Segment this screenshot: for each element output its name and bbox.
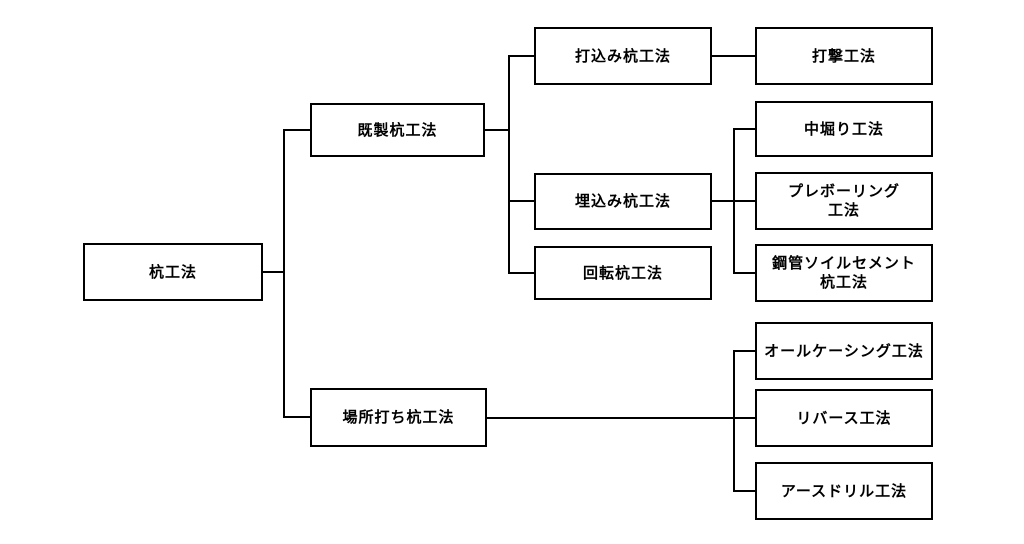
node-bashouchi-kui-kouhou: 場所打ち杭工法 <box>310 388 487 447</box>
connector-to-preboring <box>733 200 757 202</box>
connector-to-bashouchi <box>283 416 312 418</box>
connector-to-kisei <box>283 129 312 131</box>
node-label: アースドリル工法 <box>780 481 908 500</box>
connector-root-stub <box>261 271 285 273</box>
connector-to-koukan <box>733 272 757 274</box>
node-label: 埋込み杭工法 <box>574 192 671 211</box>
node-kui-kouhou: 杭工法 <box>83 243 263 301</box>
node-label-line1: 鋼管ソイルセメント <box>772 254 916 273</box>
node-earth-drill-kouhou: アースドリル工法 <box>755 462 933 520</box>
node-label: 打撃工法 <box>811 46 876 65</box>
node-label: 回転杭工法 <box>582 263 663 282</box>
node-label: 場所打ち杭工法 <box>342 408 455 427</box>
node-nakabori-kouhou: 中堀り工法 <box>755 101 933 157</box>
node-kisei-kui-kouhou: 既製杭工法 <box>310 103 485 157</box>
connector-to-kaiten <box>508 272 536 274</box>
node-dageki-kouhou: 打撃工法 <box>755 27 933 85</box>
connector-vertical-bashouchi-children <box>733 350 735 492</box>
node-label: 打込み杭工法 <box>574 46 671 65</box>
node-label: 中堀り工法 <box>803 119 884 138</box>
node-umekomi-kui-kouhou: 埋込み杭工法 <box>534 173 712 230</box>
node-koukan-soil-cement-kui-kouhou: 鋼管ソイルセメント 杭工法 <box>755 244 933 302</box>
node-kaiten-kui-kouhou: 回転杭工法 <box>534 246 712 300</box>
node-label-line2: 杭工法 <box>819 273 868 291</box>
connector-bashouchi-to-reverse <box>485 417 757 419</box>
connector-to-umekomi <box>508 200 536 202</box>
connector-to-nakabori <box>733 128 757 130</box>
node-all-casing-kouhou: オールケーシング工法 <box>755 322 933 380</box>
node-pre-boring-kouhou: プレボーリング 工法 <box>755 172 933 230</box>
connector-vertical-kisei-children <box>508 55 510 274</box>
node-label: リバース工法 <box>796 408 892 427</box>
connector-vertical-level1 <box>283 129 285 418</box>
node-reverse-kouhou: リバース工法 <box>755 389 933 447</box>
node-label: オールケーシング工法 <box>764 341 924 360</box>
node-label-line1: プレボーリング <box>787 182 900 201</box>
connector-to-uchikomi <box>508 55 536 57</box>
node-label: 既製杭工法 <box>357 120 438 139</box>
connector-to-earthdrill <box>733 490 757 492</box>
node-label: 杭工法 <box>148 262 197 281</box>
connector-uchikomi-to-dageki <box>710 55 757 57</box>
node-uchikomi-kui-kouhou: 打込み杭工法 <box>534 27 712 85</box>
connector-umekomi-stub <box>710 200 735 202</box>
connector-to-allcasing <box>733 350 757 352</box>
node-label-line2: 工法 <box>827 201 860 219</box>
connector-kisei-stub <box>483 129 510 131</box>
